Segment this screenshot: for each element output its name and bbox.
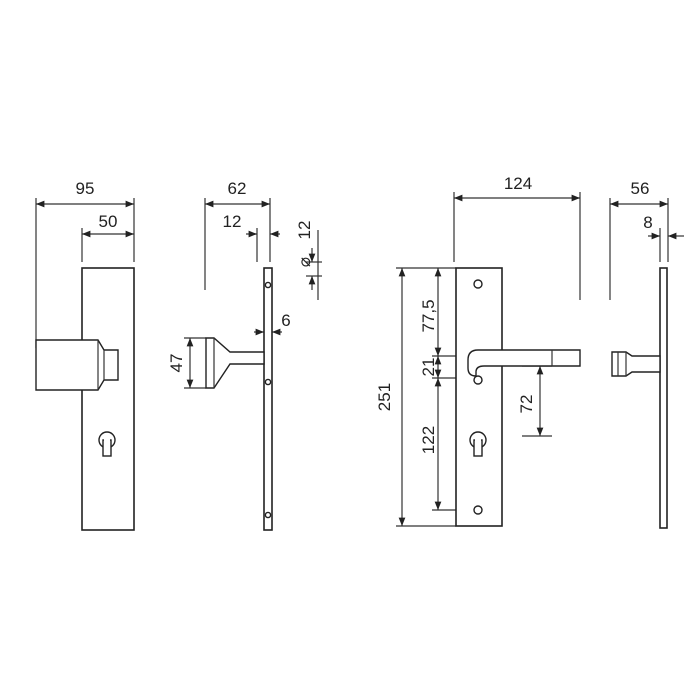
knob-side-view: 62 12 ⌀ 12 6 47 <box>167 179 322 531</box>
dim-label-50: 50 <box>99 212 118 231</box>
backplate-side <box>263 267 273 531</box>
dim-label-124: 124 <box>504 174 532 193</box>
knob-side-profile <box>205 337 265 389</box>
dim-label-47: 47 <box>167 354 186 373</box>
dim-label-12-offset: 12 <box>223 212 242 231</box>
dim-label-62: 62 <box>228 179 247 198</box>
lever-backplate-side <box>659 267 668 529</box>
dim-label-77-5: 77,5 <box>419 299 438 332</box>
dim-label-56: 56 <box>631 179 650 198</box>
cylinder-keyhole <box>98 431 116 457</box>
dim-label-251: 251 <box>375 383 394 411</box>
lever-side-view: 56 8 <box>609 179 684 529</box>
dim-label-diameter-12: 12 <box>295 221 314 240</box>
lever-front-view: 124 251 77,5 21 122 72 <box>375 174 581 527</box>
dim-label-21: 21 <box>419 358 438 377</box>
lever-backplate-front <box>455 267 503 527</box>
dim-label-8: 8 <box>643 213 652 232</box>
lever-side-profile <box>611 351 661 377</box>
dim-label-95: 95 <box>76 179 95 198</box>
lever-cylinder-keyhole <box>469 431 487 457</box>
backplate-front <box>81 267 135 531</box>
dim-label-72: 72 <box>517 395 536 414</box>
dim-label-122: 122 <box>419 426 438 454</box>
knob-front-view: 95 50 <box>35 179 135 531</box>
dim-label-6: 6 <box>281 311 290 330</box>
diameter-symbol: ⌀ <box>295 257 314 267</box>
